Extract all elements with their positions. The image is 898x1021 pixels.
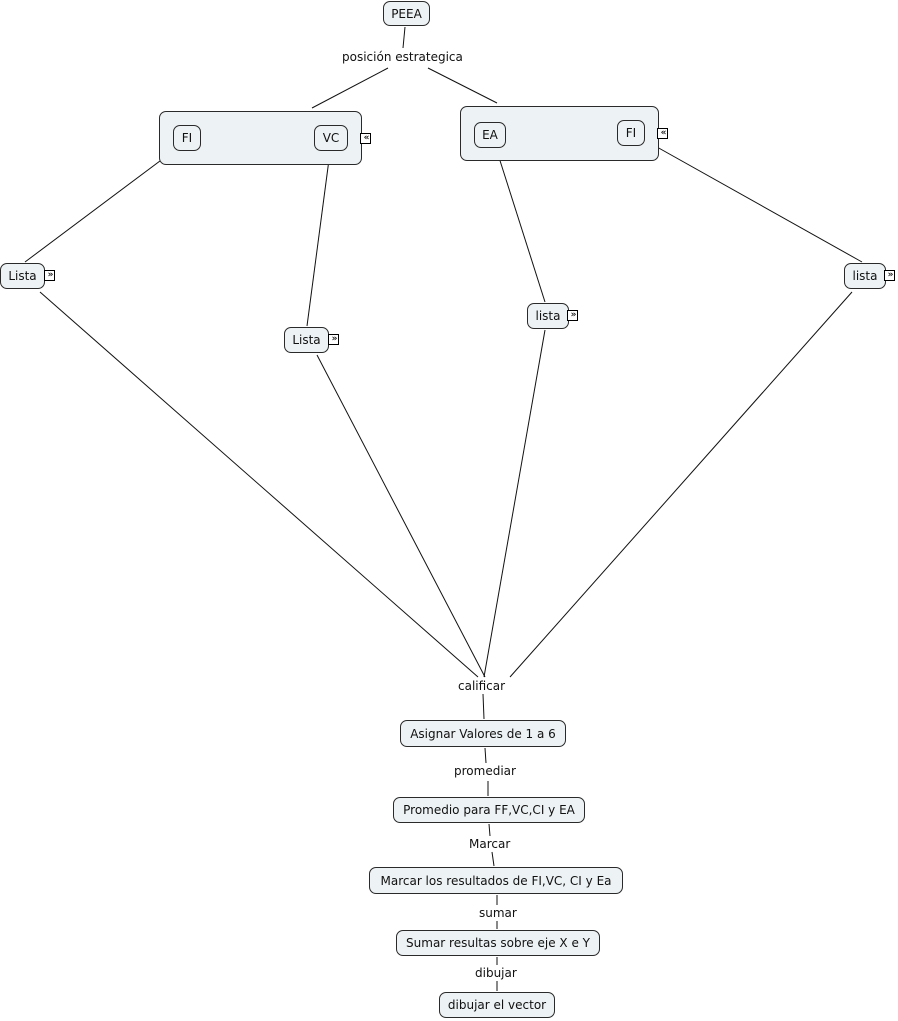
link-label-calificar: calificar [457,679,507,693]
connector [491,851,495,867]
link-label-marcar: Marcar [468,837,512,851]
node-dibujar-vector[interactable]: dibujar el vector [439,992,555,1018]
connector [484,747,487,764]
collapse-icon[interactable]: « [360,133,371,144]
connector [495,147,546,303]
collapse-icon[interactable]: « [657,128,668,139]
node-vc[interactable]: VC [314,125,348,151]
node-fi-left[interactable]: FI [173,125,201,151]
link-label-sumar: sumar [478,906,518,920]
connector [24,151,173,263]
connector [488,823,491,837]
connector [316,354,486,678]
node-lista-1[interactable]: Lista [0,263,45,289]
connector [402,26,406,49]
node-asignar[interactable]: Asignar Valores de 1 a 6 [400,720,566,747]
link-label-promediar: promediar [453,764,517,778]
connector [311,67,389,109]
expand-icon[interactable]: » [44,270,55,281]
node-lista-4[interactable]: lista [844,263,886,289]
expand-icon[interactable]: » [567,310,578,321]
node-sumar-resultas[interactable]: Sumar resultas sobre eje X e Y [396,930,600,956]
node-peea[interactable]: PEEA [383,1,430,26]
expand-icon[interactable]: » [884,270,895,281]
connector [647,141,863,263]
node-marcar-resultados[interactable]: Marcar los resultados de FI,VC, CI y Ea [369,867,623,894]
connector [306,151,331,327]
connector [483,329,546,678]
node-lista-3[interactable]: lista [527,303,569,329]
node-ea[interactable]: EA [474,122,506,148]
link-label-dibujar: dibujar [474,966,518,980]
connector [482,693,485,720]
connector [427,67,498,104]
connector [509,291,853,678]
node-promedio[interactable]: Promedio para FF,VC,CI y EA [393,797,585,823]
node-lista-2[interactable]: Lista [284,327,329,353]
expand-icon[interactable]: » [328,334,339,345]
connector [39,291,479,678]
node-fi-right[interactable]: FI [617,120,645,146]
link-label-posicion: posición estrategica [341,50,464,64]
